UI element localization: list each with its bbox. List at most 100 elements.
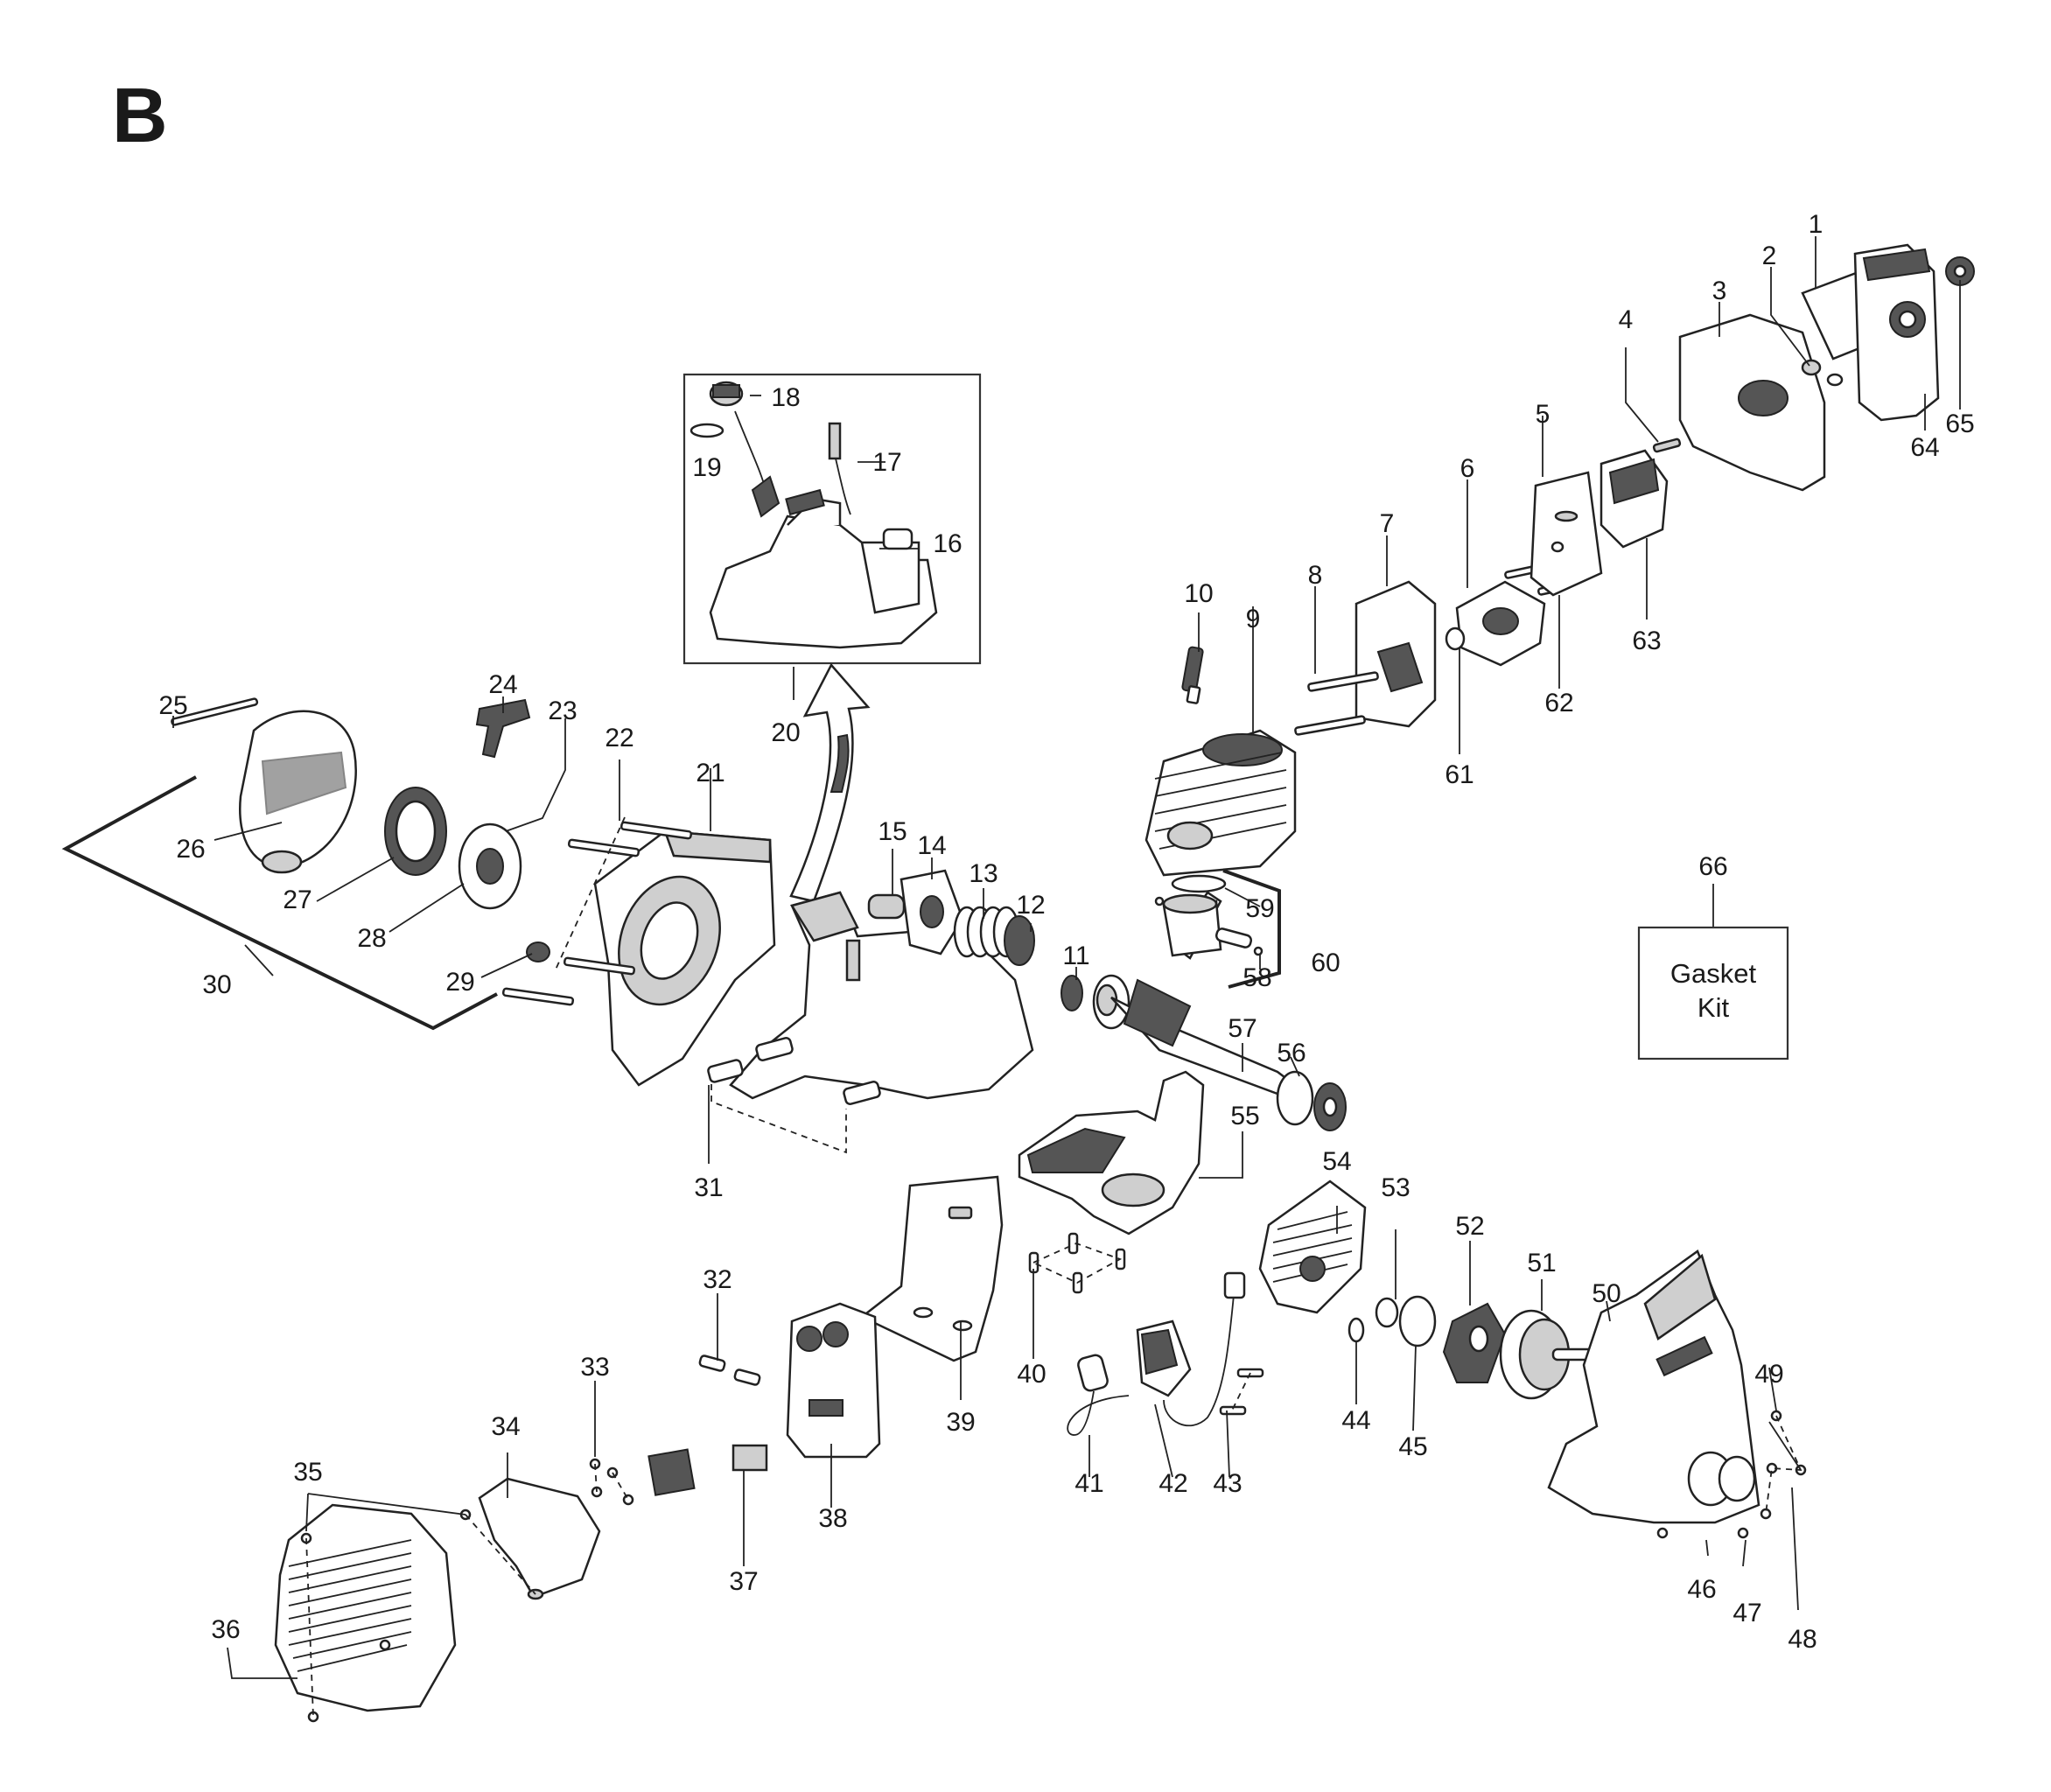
callout-49: 49 [1754,1360,1783,1389]
callout-62: 62 [1544,689,1573,718]
bracket-34 [478,1477,601,1600]
callout-15: 15 [878,817,906,846]
callout-59: 59 [1245,894,1274,923]
starter-assembly [171,697,531,910]
flywheel [1258,1180,1367,1314]
callout-4: 4 [1619,305,1634,334]
callout-12: 12 [1016,891,1045,920]
callout-19: 19 [692,453,721,482]
gasket-kit-label-line2: Kit [1698,992,1730,1023]
muffler [648,1302,881,1496]
screws-43-dash [1231,1372,1251,1411]
air-filter-assembly [1678,243,1975,492]
callout-40: 40 [1017,1360,1046,1389]
screws-50-dash [1765,1415,1802,1515]
callout-38: 38 [818,1504,847,1533]
callout-46: 46 [1687,1575,1716,1604]
callout-53: 53 [1381,1173,1410,1202]
starter-group-bracket [61,775,498,1031]
callout-41: 41 [1074,1469,1103,1498]
spark-plug [1181,646,1204,704]
piston-parts [1154,874,1264,957]
bolts-left [501,821,693,1006]
gasket-kit: 66 Gasket Kit [1637,852,1789,1060]
callout-51: 51 [1527,1249,1556,1278]
callout-14: 14 [917,831,946,860]
piston-group-bracket [1222,869,1281,989]
callout-52: 52 [1455,1212,1484,1241]
callout-44: 44 [1341,1406,1370,1435]
callout-11: 11 [1062,942,1089,970]
callout-36: 36 [211,1615,240,1644]
callout-10: 10 [1184,579,1213,608]
group-brackets [61,775,1802,1718]
ignition-module [1067,1271,1264,1436]
callout-58: 58 [1242,963,1271,992]
insulator-and-bolts [1294,580,1437,736]
clutch-parts [1348,1295,1599,1400]
callout-26: 26 [176,835,205,864]
callout-29: 29 [445,968,474,997]
callout-16: 16 [933,529,962,558]
callout-17: 17 [872,448,901,477]
cylinder [1144,729,1297,877]
callout-3: 3 [1712,276,1727,305]
callout-39: 39 [946,1408,975,1437]
callouts: 1 2 3 4 5 6 7 8 9 10 11 12 13 14 15 16 1… [158,210,1974,1654]
callout-57: 57 [1228,1014,1256,1043]
callout-35: 35 [293,1458,322,1487]
callout-55: 55 [1230,1102,1259,1130]
gasket-plate [1530,471,1603,597]
callout-2: 2 [1762,242,1777,270]
section-label: B [112,72,168,158]
callout-33: 33 [580,1353,609,1382]
callout-25: 25 [158,691,187,720]
callout-31: 31 [694,1173,723,1202]
tank-mount-dash [710,1084,847,1154]
callout-9: 9 [1246,605,1261,634]
callout-66: 66 [1698,852,1727,881]
callout-7: 7 [1380,509,1395,538]
callout-1: 1 [1809,210,1824,239]
callout-50: 50 [1592,1279,1620,1308]
crankcase-half [593,830,776,1087]
fuel-tank-inset [690,381,938,649]
callout-24: 24 [488,670,517,699]
intake-parts [867,869,1035,966]
callout-30: 30 [202,970,231,999]
callout-22: 22 [605,724,634,752]
gasket-kit-label-line1: Gasket [1670,958,1757,989]
callout-18: 18 [771,383,800,412]
callout-64: 64 [1910,433,1939,462]
crankcase [1018,1070,1205,1236]
callout-32: 32 [703,1265,732,1294]
callout-42: 42 [1158,1469,1187,1498]
callout-27: 27 [283,886,312,914]
callout-63: 63 [1632,626,1661,655]
fuel-tank-inset-box [682,373,982,665]
callout-47: 47 [1732,1599,1761,1628]
callout-43: 43 [1213,1469,1242,1498]
curved-arrow [789,662,871,903]
callout-65: 65 [1945,410,1974,438]
callout-21: 21 [696,759,724,788]
clutch-housing [1547,1250,1807,1539]
callout-28: 28 [357,924,386,953]
callout-37: 37 [729,1567,758,1596]
parts-drawings [171,243,1975,1723]
callout-61: 61 [1445,760,1474,789]
heat-shield [859,1175,1004,1362]
callout-23: 23 [548,696,577,725]
screws-33-dash [594,1463,629,1501]
callout-45: 45 [1398,1432,1427,1461]
callout-34: 34 [491,1412,520,1441]
callout-6: 6 [1460,454,1475,483]
callout-5: 5 [1536,400,1550,429]
carburetor [1600,438,1682,549]
screws-35-dash [305,1514,536,1718]
gasket-kit-box [1637,926,1789,1060]
bolt-group-dash [555,816,626,970]
callout-13: 13 [969,859,998,888]
callout-20: 20 [771,718,800,747]
